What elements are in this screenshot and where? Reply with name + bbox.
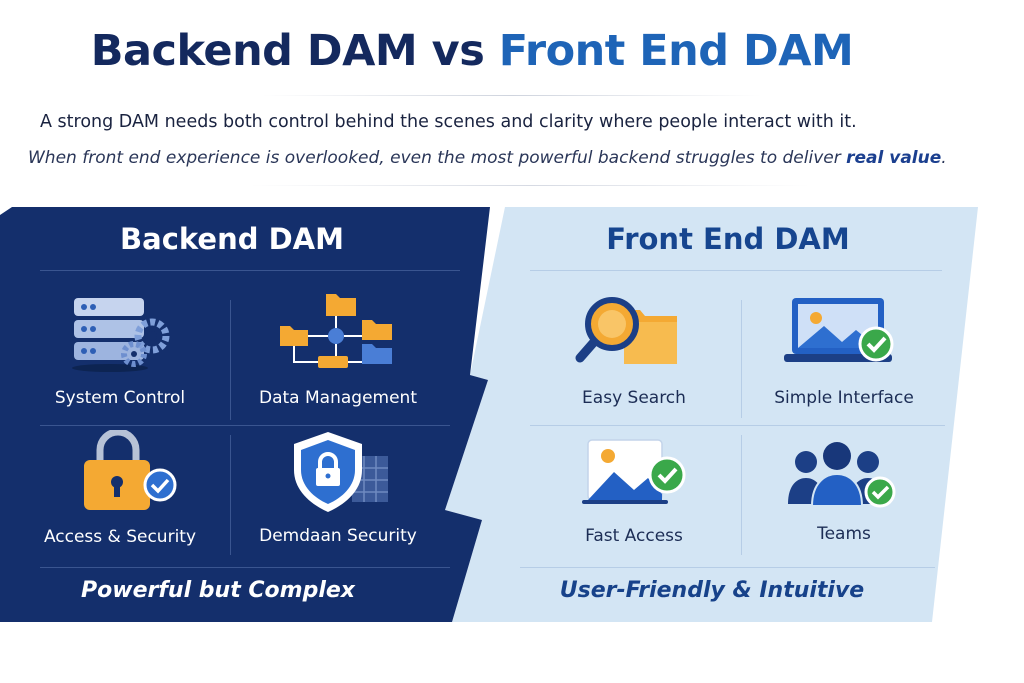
frontend-item-fast-access: Fast Access [529,430,739,555]
frontend-title: Front End DAM [606,222,850,256]
tagline-end: . [941,148,947,168]
item-label: Teams [817,524,871,544]
item-label: Fast Access [585,526,683,546]
frontend-item-simple-interface: Simple Interface [739,292,949,417]
page-title: Backend DAM vs Front End DAM [0,26,944,76]
tagline-highlight: real value [846,148,942,168]
backend-grid-divider-v1 [230,300,231,420]
backend-title: Backend DAM [120,222,344,256]
backend-item-access-security: Access & Security [15,430,225,555]
backend-footer-divider [40,567,450,568]
padlock-check-icon [84,430,177,510]
tagline-text: When front end experience is overlooked,… [28,148,841,168]
frontend-grid-divider-v1 [741,300,742,418]
backend-item-demdaan-security: Demdaan Security [233,430,443,555]
item-label: Easy Search [582,388,686,408]
title-divider [262,95,762,96]
frontend-grid-divider-v2 [741,435,742,555]
image-check-icon [582,439,686,504]
shield-lock-icon [294,432,388,512]
title-part-frontend: Front End DAM [498,26,854,76]
team-check-icon [788,442,896,508]
backend-item-system-control: System Control [15,292,225,417]
backend-footer: Powerful but Complex [81,578,355,603]
backend-grid-divider-h [40,425,450,426]
item-label: System Control [54,388,186,408]
frontend-item-easy-search: Easy Search [529,292,739,417]
monitor-check-icon [784,298,894,362]
item-label: Data Management [259,388,417,408]
frontend-item-teams: Teams [739,430,949,555]
frontend-grid-divider-h [530,425,945,426]
server-gears-icon [72,298,170,372]
subtitle: A strong DAM needs both control behind t… [40,112,857,132]
item-label: Access & Security [43,527,197,547]
frontend-footer-divider [520,567,935,568]
item-label: Simple Interface [774,388,914,408]
backend-title-divider [40,270,460,271]
backend-grid-divider-v2 [230,435,231,555]
title-part-backend: Backend DAM vs [90,26,485,76]
backend-item-data-management: Data Management [233,292,443,417]
frontend-title-divider [530,270,942,271]
folder-network-icon [280,294,392,368]
tagline: When front end experience is overlooked,… [28,148,1008,168]
item-label: Demdaan Security [259,526,417,546]
magnifier-folder-icon [575,297,677,364]
subtitle-divider [250,185,810,186]
frontend-footer: User-Friendly & Intuitive [559,578,865,603]
